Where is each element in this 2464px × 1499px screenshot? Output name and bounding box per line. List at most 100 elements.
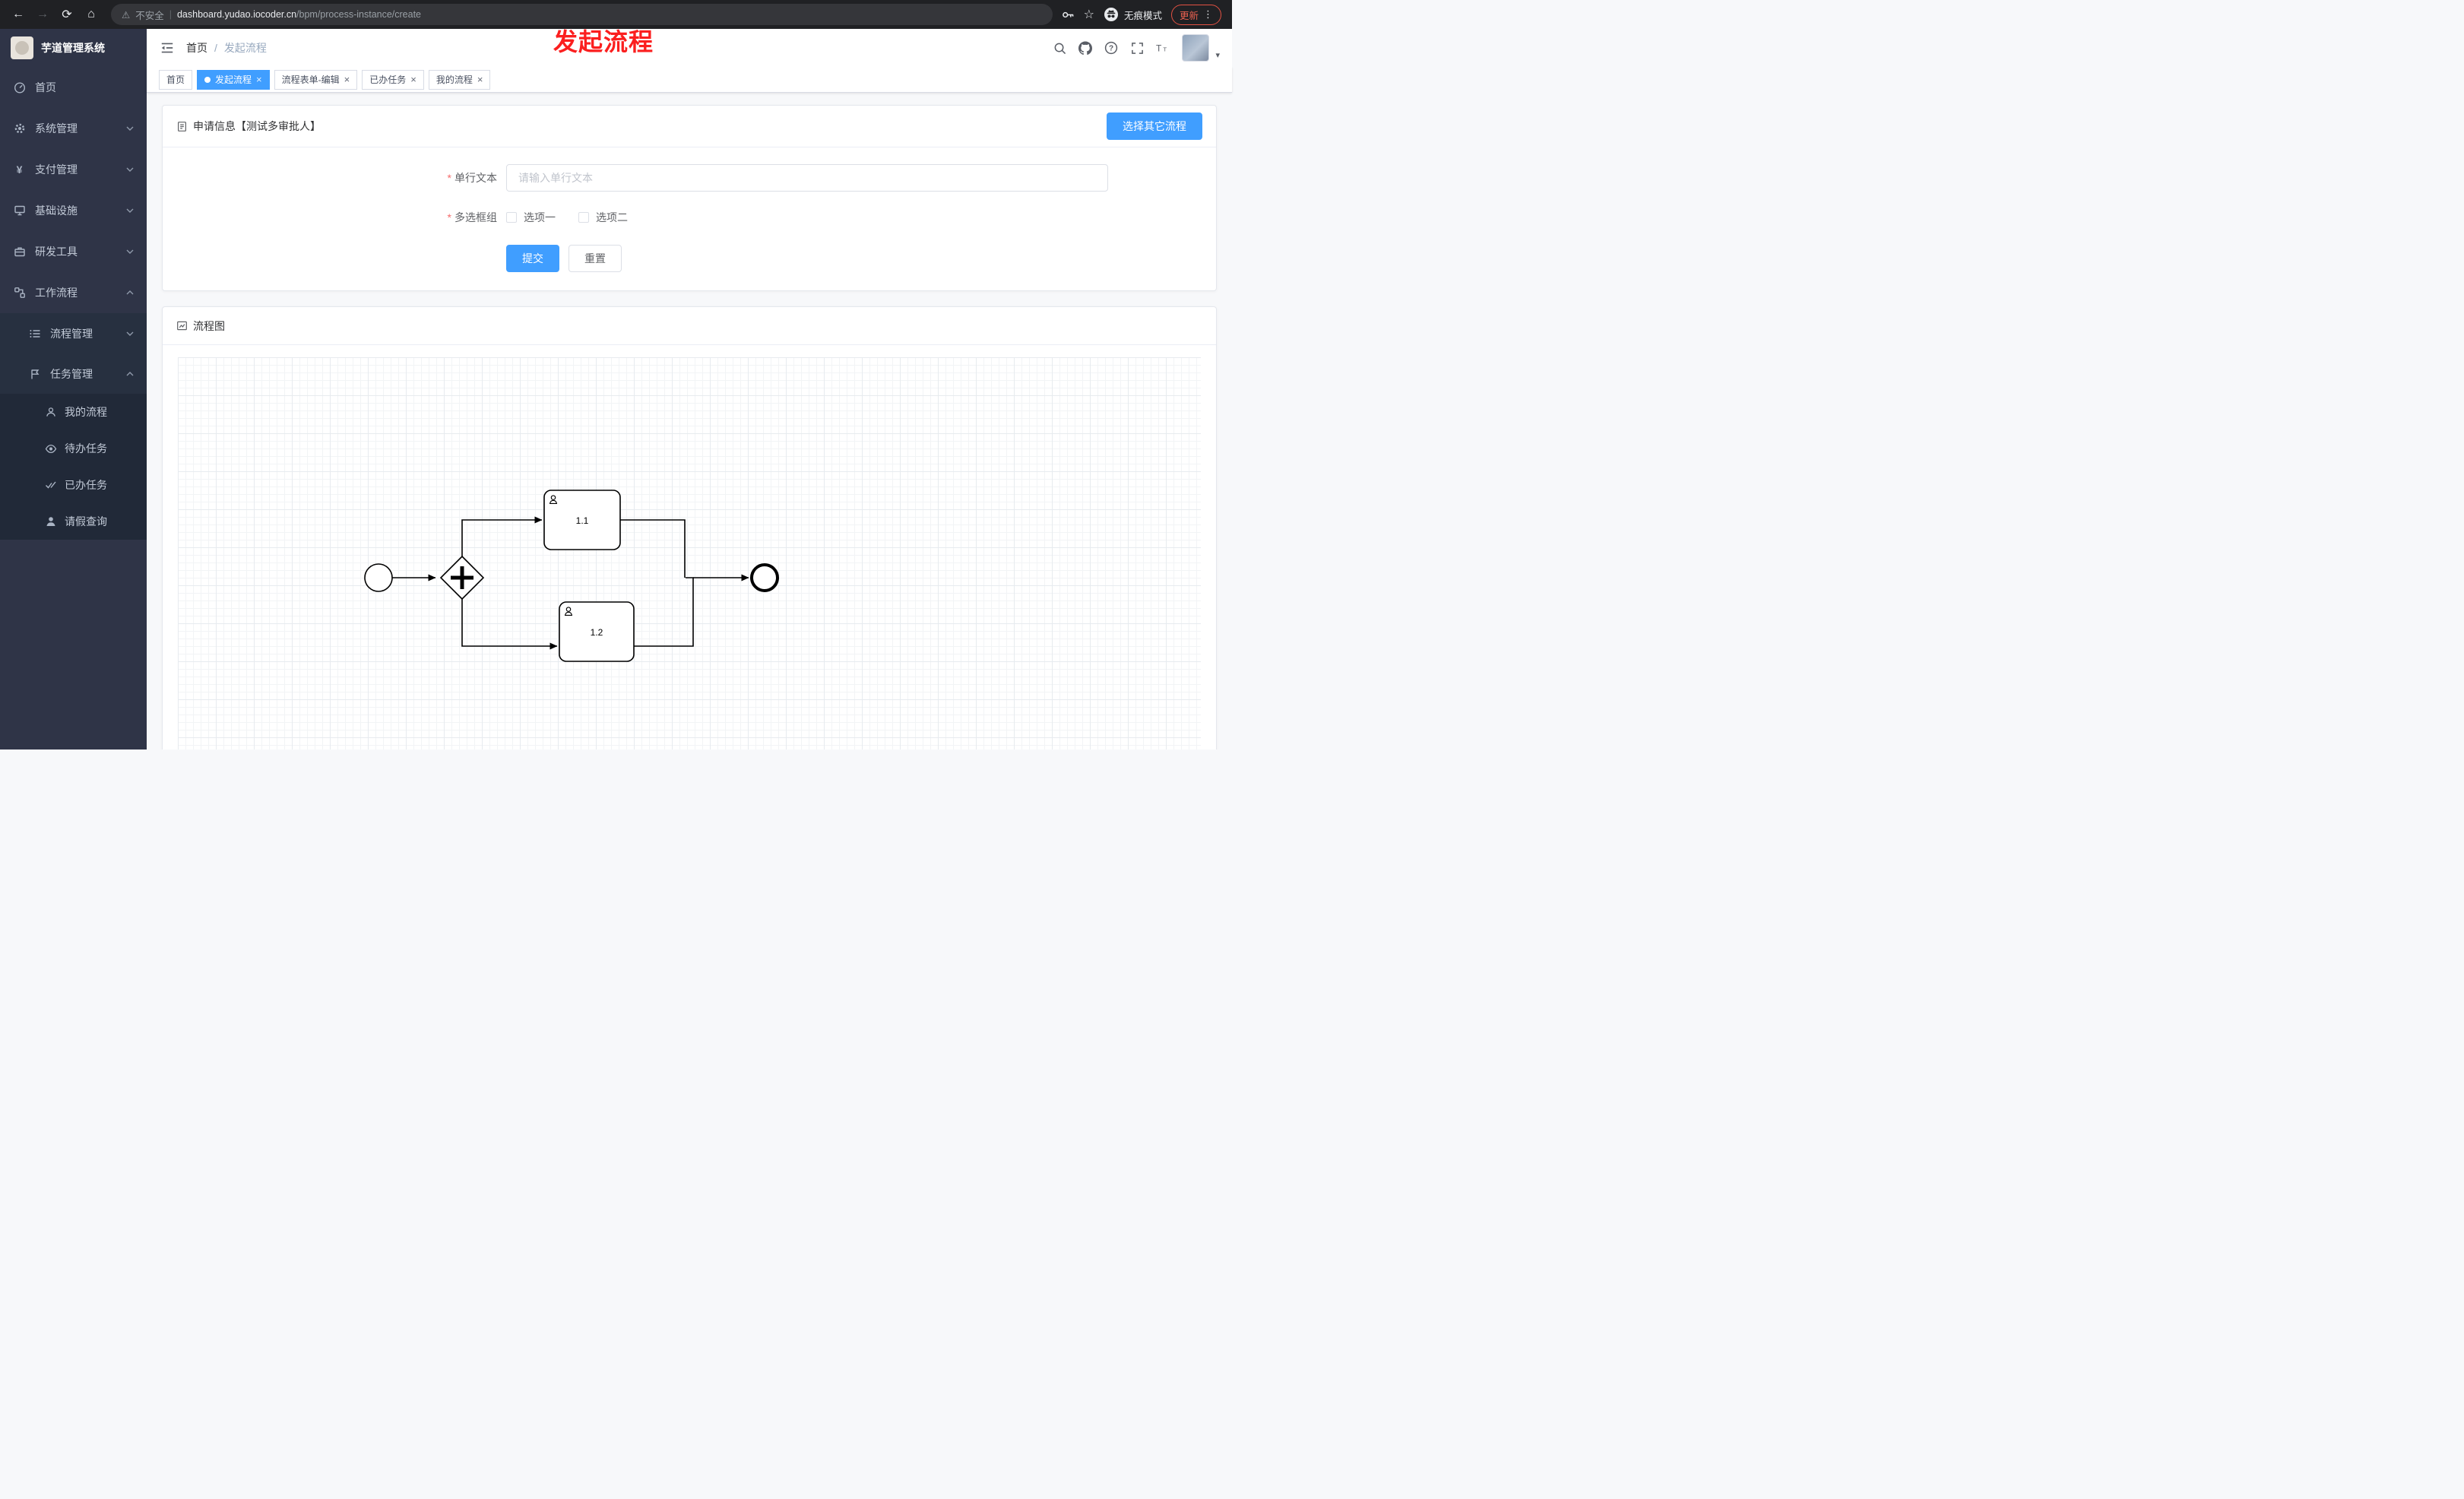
browser-home-button[interactable]: ⌂ xyxy=(87,8,95,21)
tab-home[interactable]: 首页 xyxy=(159,69,193,90)
chevron-down-icon xyxy=(126,126,134,131)
diagram-icon xyxy=(176,320,188,331)
sidebar-item-workflow[interactable]: 工作流程 xyxy=(0,272,147,313)
tab-label: 我的流程 xyxy=(435,74,473,85)
tab-create-process[interactable]: 发起流程 × xyxy=(197,69,270,90)
github-icon[interactable] xyxy=(1078,41,1093,55)
checkbox-option-2[interactable]: 选项二 xyxy=(578,210,628,225)
sidebar-item-dev-tools[interactable]: 研发工具 xyxy=(0,231,147,272)
browser-reload-button[interactable]: ⟳ xyxy=(62,8,72,21)
person-icon xyxy=(44,515,57,528)
form-row-single-line-text: *单行文本 xyxy=(163,164,1216,192)
browser-menu-icon[interactable]: ⋮ xyxy=(1203,8,1213,20)
form-row-checkbox-group: *多选框组 选项一 选项二 xyxy=(163,210,1216,225)
flow-gateway-to-task2 xyxy=(461,599,558,650)
address-bar[interactable]: ⚠ 不安全 | dashboard.yudao.iocoder.cn/bpm/p… xyxy=(111,4,1053,25)
sidebar-item-label: 工作流程 xyxy=(35,287,78,299)
card-title: 申请信息【测试多审批人】 xyxy=(193,120,321,132)
sidebar-item-label: 支付管理 xyxy=(35,163,78,176)
breadcrumb-separator: / xyxy=(214,42,217,54)
close-icon[interactable]: × xyxy=(344,74,350,85)
help-icon[interactable]: ? xyxy=(1104,41,1118,55)
flow-task1-out xyxy=(620,519,686,578)
sidebar-item-system-management[interactable]: 系统管理 xyxy=(0,108,147,149)
submit-button[interactable]: 提交 xyxy=(506,245,559,272)
browser-forward-button[interactable]: → xyxy=(36,8,49,21)
chevron-down-icon xyxy=(126,167,134,172)
infrastructure-icon xyxy=(13,204,26,217)
app-title: 芋道管理系统 xyxy=(41,42,105,54)
flow-gateway-to-task1 xyxy=(461,516,543,556)
flow-task2-out xyxy=(634,577,694,647)
app-window: 芋道管理系统 首页 系统管理 ¥ 支付管理 xyxy=(0,29,1232,750)
sidebar-item-process-management[interactable]: 流程管理 xyxy=(0,313,147,353)
single-line-text-input[interactable] xyxy=(506,164,1108,192)
sidebar-item-home[interactable]: 首页 xyxy=(0,67,147,108)
svg-text:?: ? xyxy=(1109,45,1113,53)
update-button[interactable]: 更新 ⋮ xyxy=(1170,4,1221,25)
required-mark: * xyxy=(447,211,451,223)
sidebar-item-task-management[interactable]: 任务管理 xyxy=(0,353,147,394)
update-label: 更新 xyxy=(1179,10,1199,21)
page-url: dashboard.yudao.iocoder.cn/bpm/process-i… xyxy=(177,9,421,20)
select-other-process-button[interactable]: 选择其它流程 xyxy=(1107,113,1202,140)
tag-tabs-bar: 首页 发起流程 × 流程表单-编辑 × 已办任务 × 我的流程 × xyxy=(147,67,1232,93)
user-avatar[interactable] xyxy=(1182,34,1210,62)
sidebar-item-my-processes[interactable]: 我的流程 xyxy=(0,394,147,430)
active-tab-dot xyxy=(204,76,211,83)
checkbox-box[interactable] xyxy=(578,212,589,223)
sidebar-item-infrastructure[interactable]: 基础设施 xyxy=(0,190,147,231)
checkbox-option-1[interactable]: 选项一 xyxy=(506,210,556,225)
sidebar-item-label: 首页 xyxy=(35,81,56,93)
breadcrumb-home-link[interactable]: 首页 xyxy=(186,42,207,54)
sidebar-fold-icon[interactable] xyxy=(159,40,176,56)
form-row-actions: 提交 重置 xyxy=(163,245,1216,272)
incognito-label: 无痕模式 xyxy=(1123,10,1162,21)
chevron-down-icon xyxy=(126,208,134,213)
application-info-card: 申请信息【测试多审批人】 选择其它流程 *单行文本 *多选框组 xyxy=(162,105,1217,291)
bpmn-diagram: 1.1 1.2 xyxy=(364,490,779,662)
url-domain: dashboard.yudao.iocoder.cn xyxy=(176,9,297,20)
sidebar-item-leave-query[interactable]: 请假查询 xyxy=(0,503,147,540)
card-title: 流程图 xyxy=(193,319,225,332)
tab-process-form-edit[interactable]: 流程表单-编辑 × xyxy=(274,69,358,90)
url-path: /bpm/process-instance/create xyxy=(296,9,422,20)
tab-completed-tasks[interactable]: 已办任务 × xyxy=(362,69,424,90)
checkbox-label: 选项一 xyxy=(524,211,556,223)
browser-back-button[interactable]: ← xyxy=(12,8,24,21)
sidebar-item-pending-tasks[interactable]: 待办任务 xyxy=(0,430,147,467)
tab-my-processes[interactable]: 我的流程 × xyxy=(428,69,491,90)
sidebar-item-payment-management[interactable]: ¥ 支付管理 xyxy=(0,149,147,190)
sidebar-item-label: 待办任务 xyxy=(65,442,107,455)
bpmn-parallel-gateway xyxy=(439,555,485,601)
task-management-submenu: 我的流程 待办任务 已办任务 xyxy=(0,394,147,540)
logo-avatar-image xyxy=(11,36,33,59)
password-key-icon[interactable] xyxy=(1062,8,1075,21)
bpmn-user-task-1: 1.1 xyxy=(543,490,621,550)
sidebar-item-label: 任务管理 xyxy=(50,367,93,380)
reset-button[interactable]: 重置 xyxy=(568,245,622,272)
sidebar-item-label: 基础设施 xyxy=(35,204,78,217)
list-icon xyxy=(28,327,41,340)
close-icon[interactable]: × xyxy=(477,74,483,85)
tab-label: 首页 xyxy=(166,74,185,85)
avatar-caret-icon[interactable]: ▾ xyxy=(1215,51,1220,60)
close-icon[interactable]: × xyxy=(256,74,262,85)
incognito-badge: 无痕模式 xyxy=(1104,7,1162,22)
app-logo[interactable]: 芋道管理系统 xyxy=(0,29,147,67)
fullscreen-icon[interactable] xyxy=(1130,41,1144,55)
bookmark-star-icon[interactable]: ☆ xyxy=(1083,8,1094,21)
sidebar-item-label: 系统管理 xyxy=(35,122,78,135)
search-icon[interactable] xyxy=(1053,41,1066,55)
checkbox-box[interactable] xyxy=(506,212,517,223)
sidebar-item-completed-tasks[interactable]: 已办任务 xyxy=(0,467,147,503)
sidebar-item-label: 已办任务 xyxy=(65,479,107,491)
close-icon[interactable]: × xyxy=(410,74,416,85)
sidebar: 芋道管理系统 首页 系统管理 ¥ 支付管理 xyxy=(0,29,147,750)
document-icon xyxy=(176,121,188,132)
bpmn-canvas[interactable]: 1.1 1.2 xyxy=(178,357,1201,750)
breadcrumb-current: 发起流程 xyxy=(223,42,267,54)
